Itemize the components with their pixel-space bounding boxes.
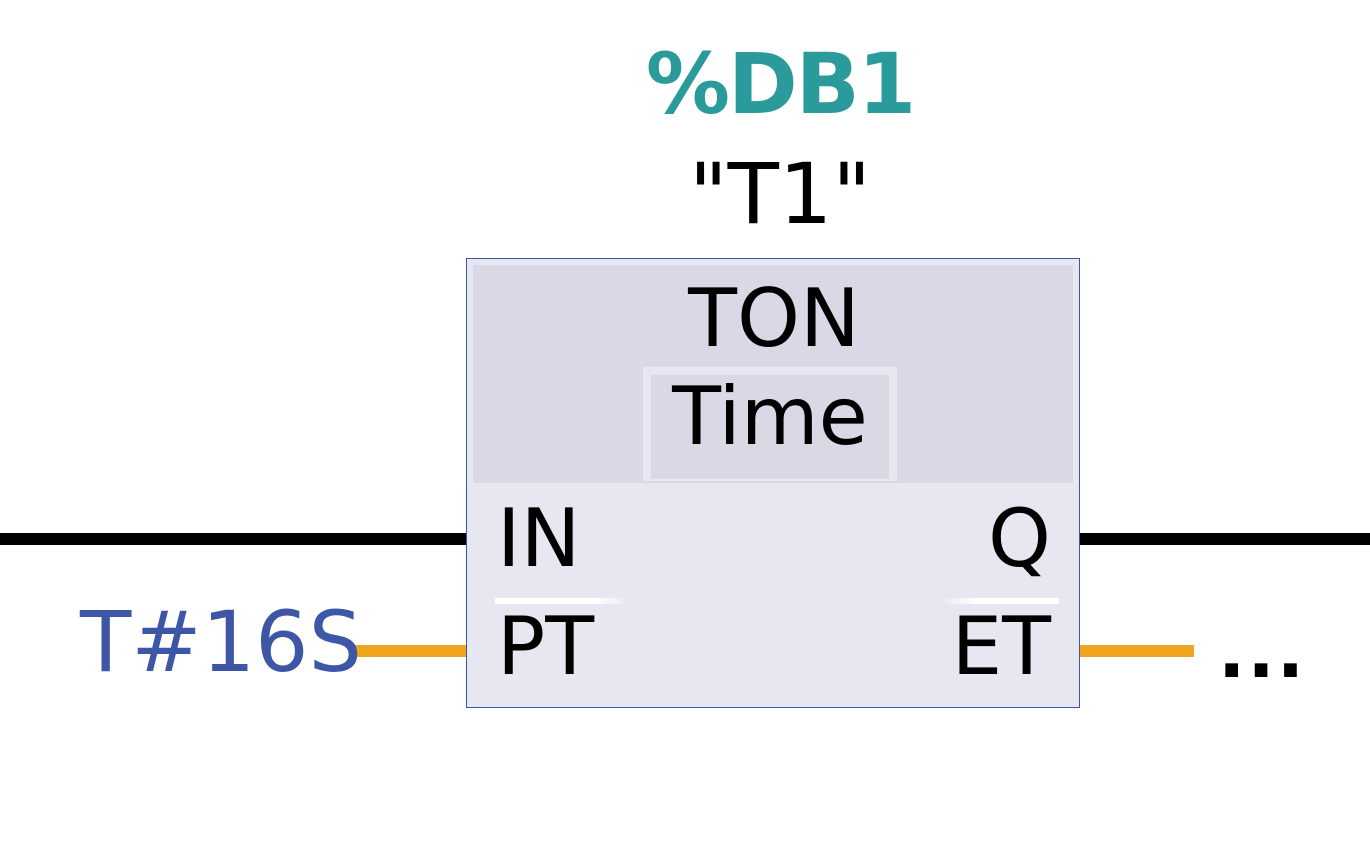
instance-name[interactable]: "T1" xyxy=(688,145,872,243)
pt-pin-highlight xyxy=(495,598,630,604)
instance-db-number[interactable]: %DB1 xyxy=(645,35,916,133)
et-pin-highlight xyxy=(939,598,1059,604)
pin-q[interactable]: Q xyxy=(988,492,1051,585)
block-variant-label[interactable]: Time xyxy=(672,370,868,463)
block-variant-field xyxy=(651,375,889,479)
ton-timer-block[interactable]: TON Time IN PT Q ET xyxy=(466,258,1080,708)
pin-pt[interactable]: PT xyxy=(497,600,595,693)
pin-in[interactable]: IN xyxy=(497,492,581,585)
et-output-placeholder[interactable]: ... xyxy=(1218,610,1307,694)
block-type-label: TON xyxy=(688,272,860,365)
block-variant-frame xyxy=(643,367,897,481)
pt-preset-value[interactable]: T#16S xyxy=(80,593,362,691)
pin-et[interactable]: ET xyxy=(951,600,1051,693)
